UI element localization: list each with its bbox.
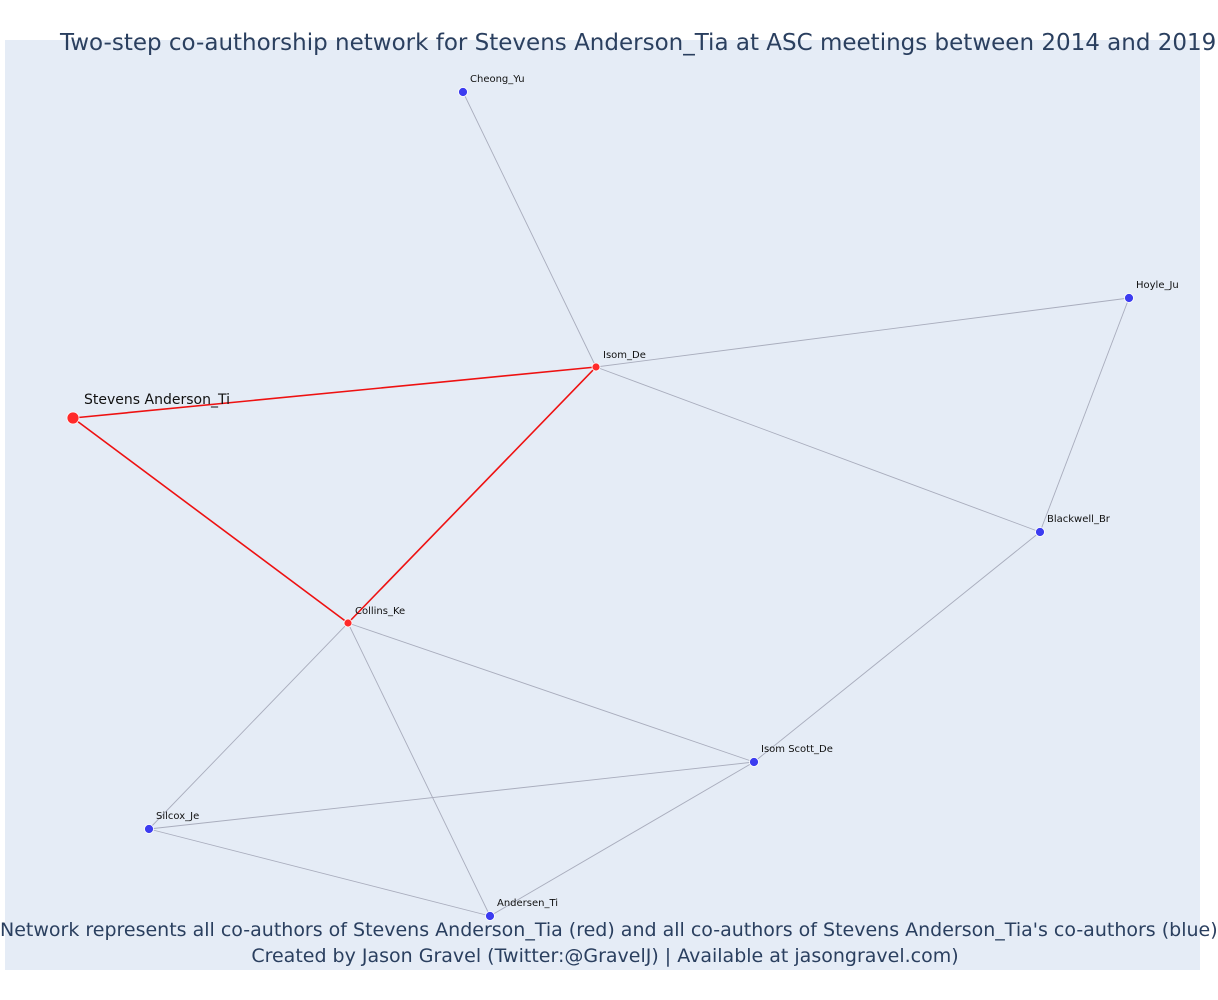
caption-line-2: Created by Jason Gravel (Twitter:@Gravel…: [251, 945, 959, 967]
edge-collins-silcox: [148, 622, 349, 830]
edge-collins-andersen: [347, 622, 491, 917]
node-isom_de[interactable]: [591, 362, 601, 372]
node-label-collins: Collins_Ke: [355, 606, 405, 617]
node-label-isom_de: Isom_De: [603, 350, 646, 361]
caption-line-1: Network represents all co-authors of Ste…: [0, 919, 1218, 941]
chart-title: Two-step co-authorship network for Steve…: [60, 30, 1217, 56]
node-label-hoyle: Hoyle_Ju: [1136, 280, 1179, 291]
node-andersen[interactable]: [485, 911, 495, 921]
edge-isom_de-cheong: [462, 91, 597, 368]
edge-collins-isom_scott: [347, 622, 755, 763]
node-label-cheong: Cheong_Yu: [470, 74, 525, 85]
node-layer: [66, 87, 1134, 921]
edge-isom_de-blackwell: [595, 366, 1041, 533]
edge-blackwell-isom_scott: [753, 531, 1041, 763]
node-collins[interactable]: [343, 618, 353, 628]
node-blackwell[interactable]: [1035, 527, 1045, 537]
node-silcox[interactable]: [144, 824, 154, 834]
node-label-isom_scott: Isom Scott_De: [761, 744, 833, 755]
node-stevens[interactable]: [66, 411, 80, 425]
node-label-silcox: Silcox_Je: [156, 811, 199, 822]
node-isom_scott[interactable]: [749, 757, 759, 767]
node-cheong[interactable]: [458, 87, 468, 97]
edge-silcox-andersen: [148, 828, 491, 917]
edge-hoyle-blackwell: [1039, 297, 1130, 533]
node-label-andersen: Andersen_Ti: [497, 898, 558, 909]
node-label-stevens: Stevens Anderson_Ti: [84, 392, 230, 408]
node-hoyle[interactable]: [1124, 293, 1134, 303]
node-label-blackwell: Blackwell_Br: [1047, 514, 1111, 525]
edge-isom_scott-andersen: [489, 761, 755, 917]
edge-stevens-isom_de: [72, 366, 597, 419]
edge-stevens-collins: [72, 417, 349, 624]
edge-layer: [72, 91, 1130, 917]
edge-isom_scott-silcox: [148, 761, 755, 830]
edge-collins-isom_de: [347, 366, 597, 624]
edge-isom_de-hoyle: [595, 297, 1130, 368]
